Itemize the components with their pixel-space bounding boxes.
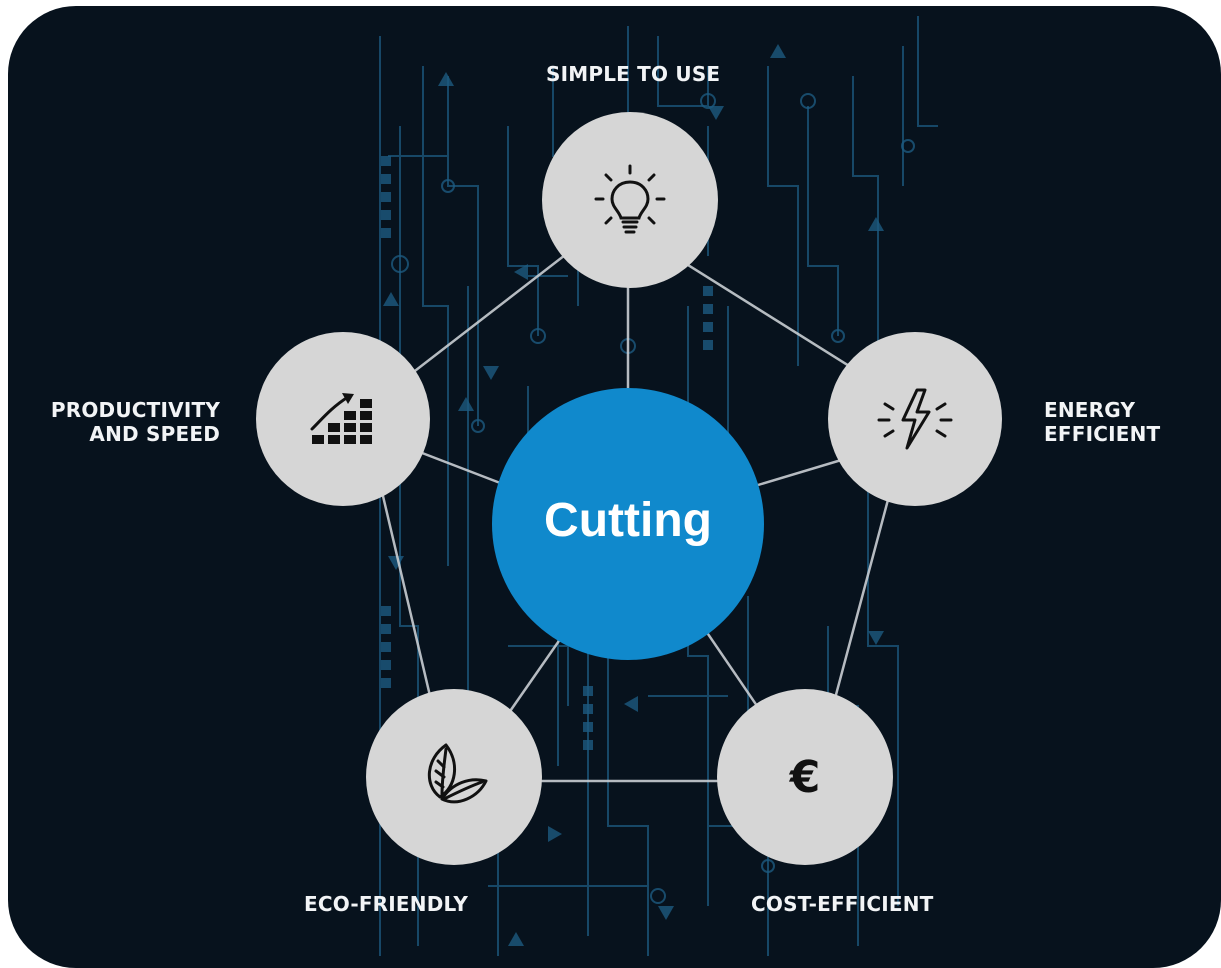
- label-eco-friendly: ECO-FRIENDLY: [304, 892, 469, 916]
- center-label: Cutting: [544, 493, 712, 547]
- label-simple-to-use: SIMPLE TO USE: [546, 62, 721, 86]
- node-cost-efficient: €: [717, 689, 893, 865]
- label-productivity-and-speed: PRODUCTIVITY AND SPEED: [50, 398, 220, 446]
- growth-chart-icon: [310, 393, 372, 444]
- lightning-icon: [877, 388, 953, 450]
- center-node: Cutting: [492, 388, 764, 660]
- node-energy-efficient: [828, 332, 1002, 506]
- diagram-panel: Cutting €: [8, 6, 1221, 968]
- label-energy-efficient: ENERGY EFFICIENT: [1044, 398, 1161, 446]
- leaves-icon: [427, 743, 488, 804]
- lightbulb-icon: [594, 164, 666, 234]
- node-eco-friendly: [366, 689, 542, 865]
- node-simple-to-use: [542, 112, 718, 288]
- euro-icon: €: [789, 751, 821, 803]
- label-cost-efficient: COST-EFFICIENT: [751, 892, 934, 916]
- node-productivity-and-speed: [256, 332, 430, 506]
